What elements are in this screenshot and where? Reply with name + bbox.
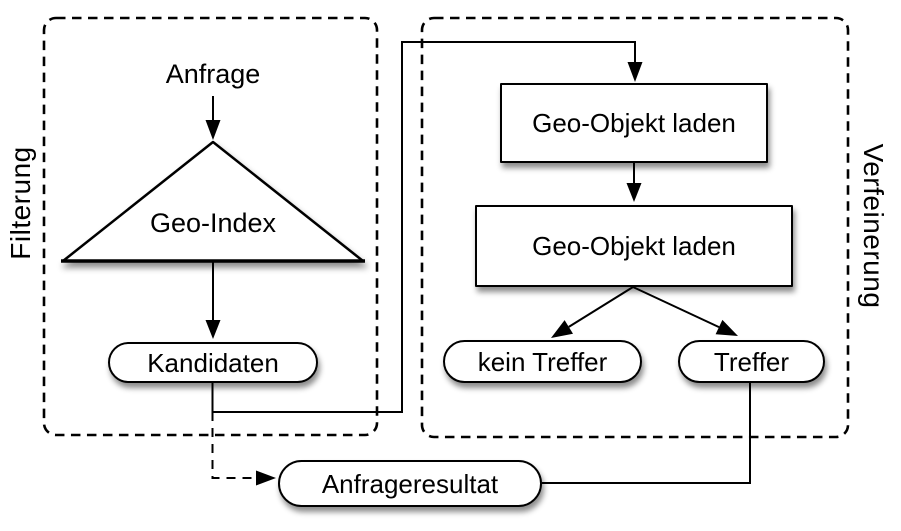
- geo-objekt-laden-1-label: Geo-Objekt laden: [532, 108, 736, 138]
- edge-geoindex-kandidaten: [205, 261, 221, 339]
- anfrageresultat-label: Anfrageresultat: [321, 468, 499, 499]
- kandidaten-label: Kandidaten: [147, 347, 279, 378]
- edge-geoobjekt2-keintreffer: [551, 286, 634, 338]
- edge-kandidaten-anfrageresultat: [211, 412, 276, 486]
- kein-treffer-label: kein Treffer: [477, 346, 608, 377]
- verfeinerung-region-label: Verfeinerung: [858, 143, 889, 309]
- edge-geoobjekt1-geoobjekt2: [626, 163, 642, 202]
- geo-objekt-laden-2-node: Geo-Objekt laden: [475, 205, 793, 287]
- edge-treffer-anfrageresultat: [542, 383, 751, 484]
- treffer-label: Treffer: [713, 346, 790, 377]
- filterung-region-label: Filterung: [5, 146, 36, 260]
- kein-treffer-node: kein Treffer: [443, 340, 642, 383]
- anfrageresultat-node: Anfrageresultat: [278, 460, 542, 507]
- verfeinerung-region-frame: [420, 16, 850, 439]
- geo-objekt-laden-1-node: Geo-Objekt laden: [500, 83, 768, 163]
- edge-geoobjekt2-treffer: [632, 286, 738, 336]
- geo-index-label: Geo-Index: [149, 208, 277, 238]
- treffer-node: Treffer: [678, 340, 825, 383]
- geo-objekt-laden-2-label: Geo-Objekt laden: [532, 231, 736, 261]
- edge-anfrage-geoindex: [205, 96, 221, 140]
- kandidaten-node: Kandidaten: [108, 342, 318, 383]
- anfrage-label: Anfrage: [165, 59, 261, 89]
- geo-index-triangle-shape: [61, 140, 365, 263]
- edge-kandidaten-geoobjekt1: [211, 41, 643, 413]
